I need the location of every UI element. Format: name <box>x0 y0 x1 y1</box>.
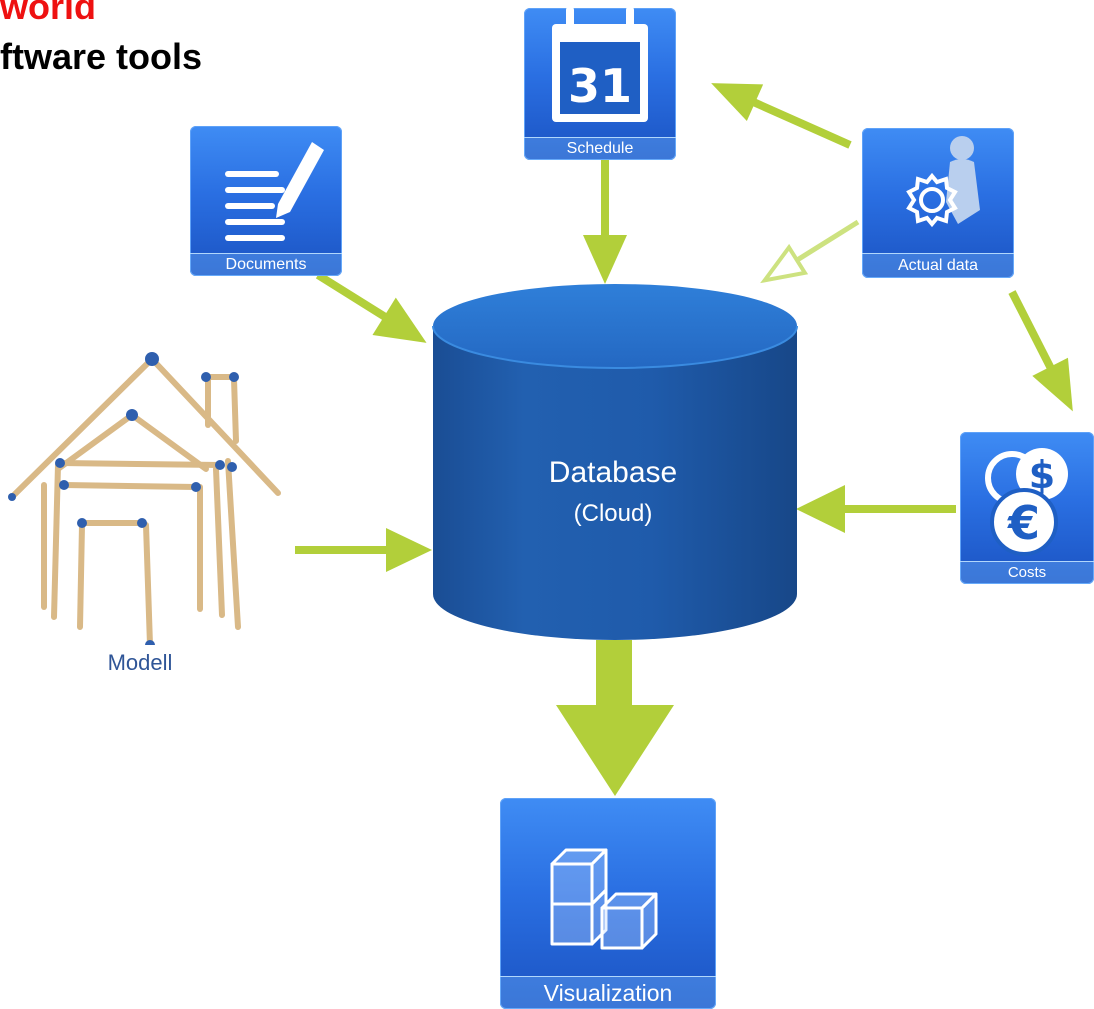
schedule-label: Schedule <box>524 137 676 160</box>
arrow-actual-to-database-outline <box>760 219 860 284</box>
database-title: Database <box>548 456 678 489</box>
calendar-day: 31 <box>568 59 632 113</box>
documents-label: Documents <box>190 253 342 276</box>
arrow-actual-to-costs <box>1008 290 1073 412</box>
gear-person-icon <box>906 136 980 228</box>
arrow-actual-to-schedule <box>711 83 852 149</box>
arrow-costs-to-database <box>796 485 956 533</box>
cubes-icon <box>550 848 658 950</box>
schedule-tile: 31 Schedule <box>524 8 676 160</box>
visualization-tile: Visualization <box>500 798 716 1009</box>
arrow-schedule-to-database <box>583 160 627 284</box>
documents-tile: Documents <box>190 126 342 276</box>
matchstick-house-icon <box>8 352 281 645</box>
costs-tile: $ € Costs <box>960 432 1094 584</box>
currency-coins-icon: $ € <box>985 448 1068 556</box>
visualization-label: Visualization <box>500 976 716 1009</box>
costs-label: Costs <box>960 561 1094 584</box>
calendar-icon: 31 <box>552 8 648 122</box>
arrow-modell-to-database <box>295 528 432 572</box>
document-pen-icon <box>225 142 324 241</box>
title-line-1: world <box>0 0 96 27</box>
arrow-database-to-visualization <box>556 640 674 796</box>
arrow-documents-to-database <box>315 271 427 343</box>
actual-data-tile: Actual data <box>862 128 1014 278</box>
modell-label: Modell <box>107 650 173 675</box>
actual-data-label: Actual data <box>862 253 1014 278</box>
title-line-2: ftware tools <box>0 36 203 77</box>
database-cylinder <box>432 284 798 640</box>
database-subtitle: (Cloud) <box>573 500 653 527</box>
svg-text:€: € <box>1007 496 1040 550</box>
